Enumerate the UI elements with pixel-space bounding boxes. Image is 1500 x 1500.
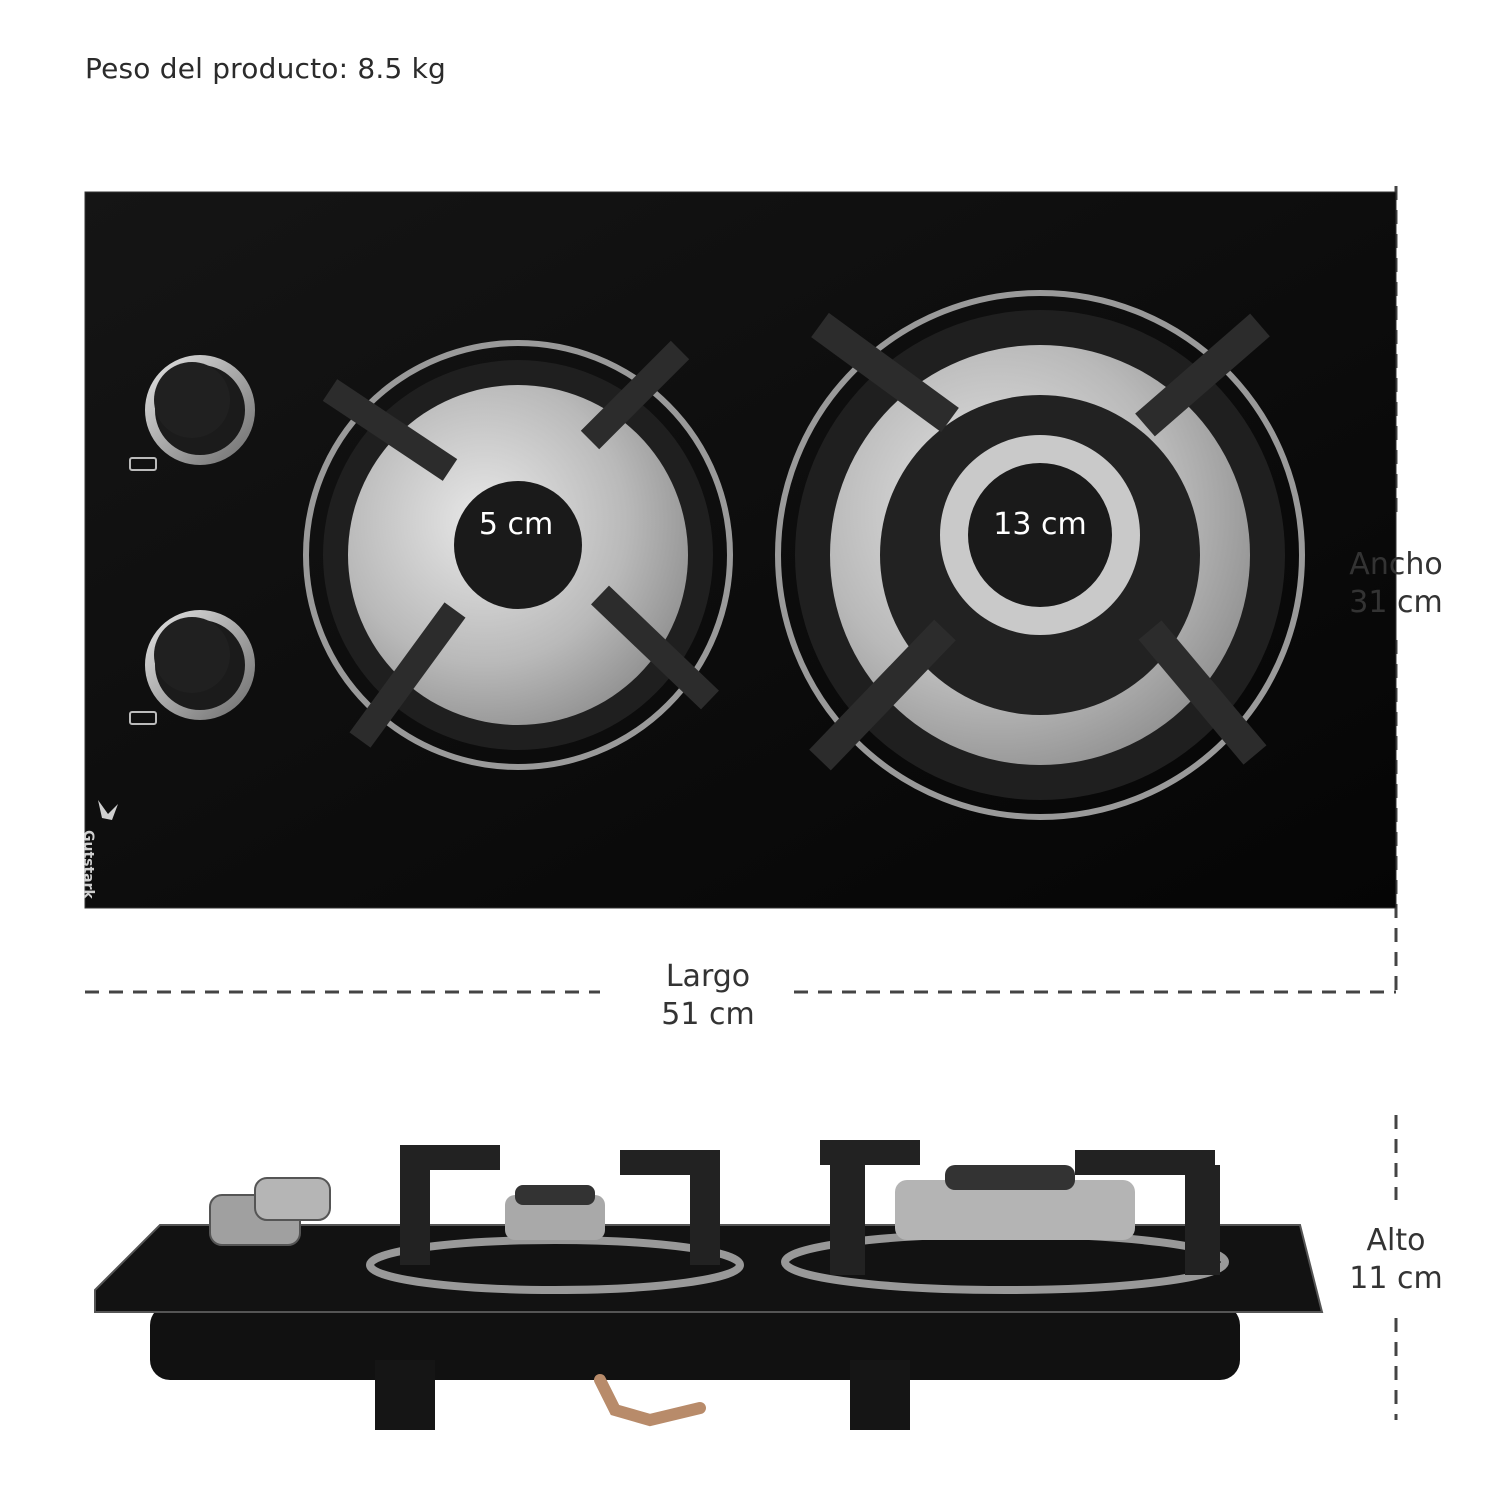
large-burner-label: 13 cm (993, 507, 1087, 542)
height-label: Alto (1366, 1223, 1426, 1258)
knob-top-indicator (129, 457, 157, 471)
width-value: 31 cm (1349, 585, 1443, 620)
knob-bottom-indicator (129, 711, 157, 725)
knob-top (145, 355, 255, 465)
brand-logo-icon (98, 800, 118, 820)
height-value: 11 cm (1349, 1261, 1443, 1296)
length-dimension: Largo 51 cm (648, 958, 768, 1034)
height-dimension: Alto 11 cm (1336, 1222, 1456, 1298)
width-label: Ancho (1349, 547, 1443, 582)
small-burner-label: 5 cm (478, 507, 554, 542)
small-burner (303, 340, 733, 770)
product-weight: Peso del producto: 8.5 kg (85, 52, 446, 85)
cooktop-side-view (94, 1140, 1324, 1430)
length-value: 51 cm (661, 997, 755, 1032)
knob-bottom (145, 610, 255, 720)
brand-name: Gutstark (80, 830, 96, 899)
width-dimension: Ancho 31 cm (1336, 546, 1456, 622)
large-burner (775, 290, 1305, 820)
length-label: Largo (665, 959, 751, 994)
